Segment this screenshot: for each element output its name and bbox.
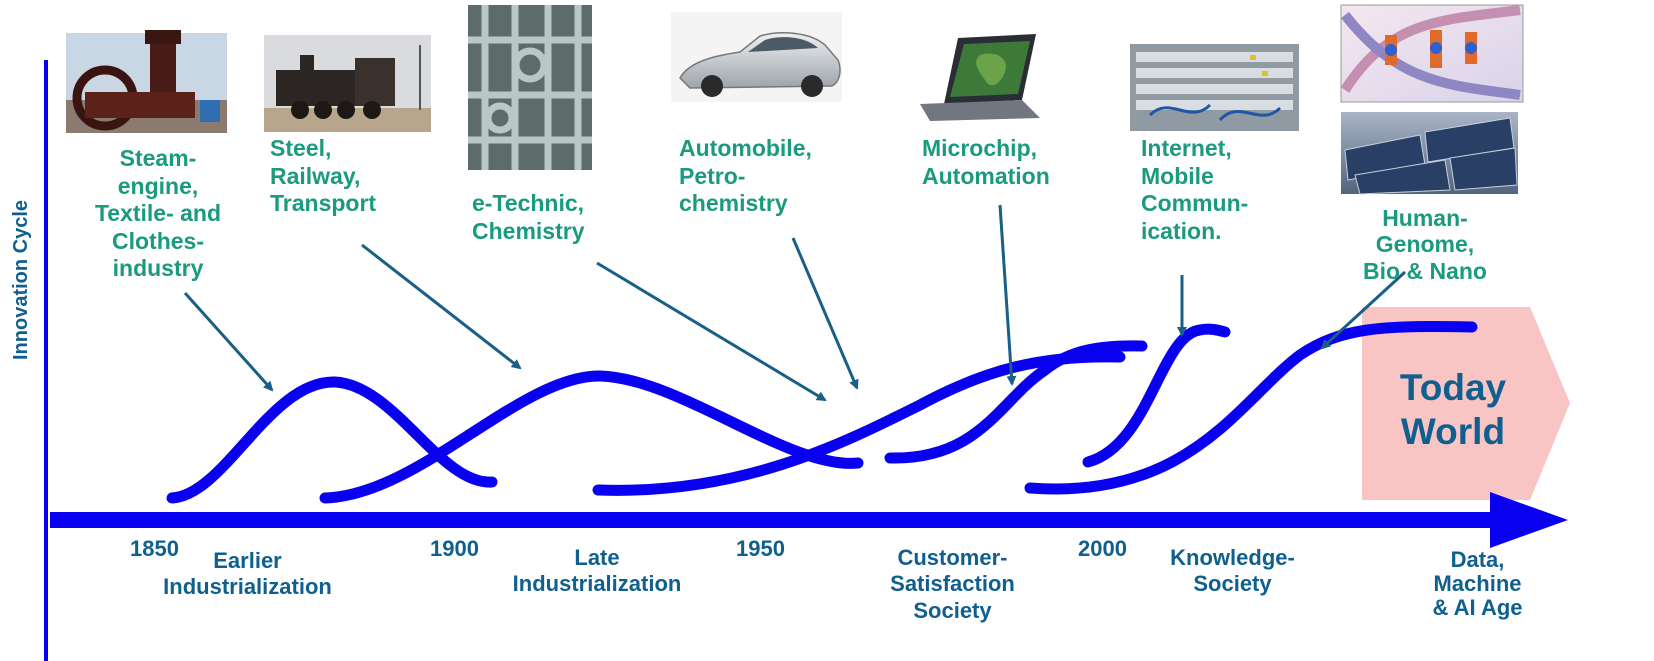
time-axis-arrowhead bbox=[1490, 492, 1568, 548]
today-world-label: Today World bbox=[1399, 367, 1507, 453]
tech-label-internet: Internet, Mobile Commun- ication. bbox=[1141, 135, 1249, 244]
pointer-etechnic bbox=[596, 261, 827, 402]
era-label-data-ai: Data, Machine & AI Age bbox=[1432, 547, 1523, 621]
steam-engine-photo bbox=[66, 30, 227, 133]
year-label-1900: 1900 bbox=[430, 536, 479, 561]
cycle-curve-internet bbox=[1082, 323, 1231, 468]
year-label-1950: 1950 bbox=[736, 536, 785, 561]
cycle-curve-steel bbox=[319, 370, 864, 504]
tech-label-microchip: Microchip, Automation bbox=[922, 135, 1050, 189]
pointer-microchip bbox=[998, 204, 1017, 386]
tech-label-steam: Steam- engine, Textile- and Clothes- ind… bbox=[94, 145, 222, 282]
tech-label-steel: Steel, Railway, Transport bbox=[270, 135, 377, 217]
pointer-steam bbox=[183, 291, 274, 392]
pointer-genome bbox=[1320, 270, 1407, 350]
automobile-photo bbox=[671, 12, 842, 102]
era-label-late: Late Industrialization bbox=[512, 545, 682, 597]
y-axis-label: Innovation Cycle bbox=[10, 199, 32, 360]
cycle-curve-microchip bbox=[884, 340, 1148, 464]
tech-label-etechnic: e-Technic, Chemistry bbox=[472, 190, 585, 244]
tech-label-genome: Human- Genome, Bio & Nano bbox=[1363, 205, 1487, 284]
tech-label-automobile: Automobile, Petro- chemistry bbox=[679, 135, 812, 217]
era-label-knowledge: Knowledge- Society bbox=[1170, 545, 1295, 597]
cycle-curve-genome bbox=[1024, 321, 1478, 495]
era-label-customer: Customer- Satisfaction Society bbox=[890, 545, 1015, 623]
network-rack-photo bbox=[1130, 44, 1299, 131]
year-label-1850: 1850 bbox=[130, 536, 179, 561]
industrial-pipes-photo bbox=[468, 5, 592, 170]
laptop-photo bbox=[916, 33, 1041, 121]
cycle-curve-steam bbox=[166, 376, 498, 504]
steam-locomotive-photo bbox=[264, 35, 431, 132]
cycle-curve-etechnic bbox=[592, 351, 1126, 496]
pointer-automobile bbox=[791, 237, 859, 390]
solar-panels-photo bbox=[1341, 112, 1518, 195]
pointer-steel bbox=[361, 243, 522, 370]
dna-helix-photo bbox=[1340, 4, 1524, 103]
year-label-2000: 2000 bbox=[1078, 536, 1127, 561]
era-label-earlier: Earlier Industrialization bbox=[163, 548, 332, 600]
today-world-arrow bbox=[1362, 307, 1570, 500]
time-axis-shaft bbox=[50, 512, 1500, 528]
